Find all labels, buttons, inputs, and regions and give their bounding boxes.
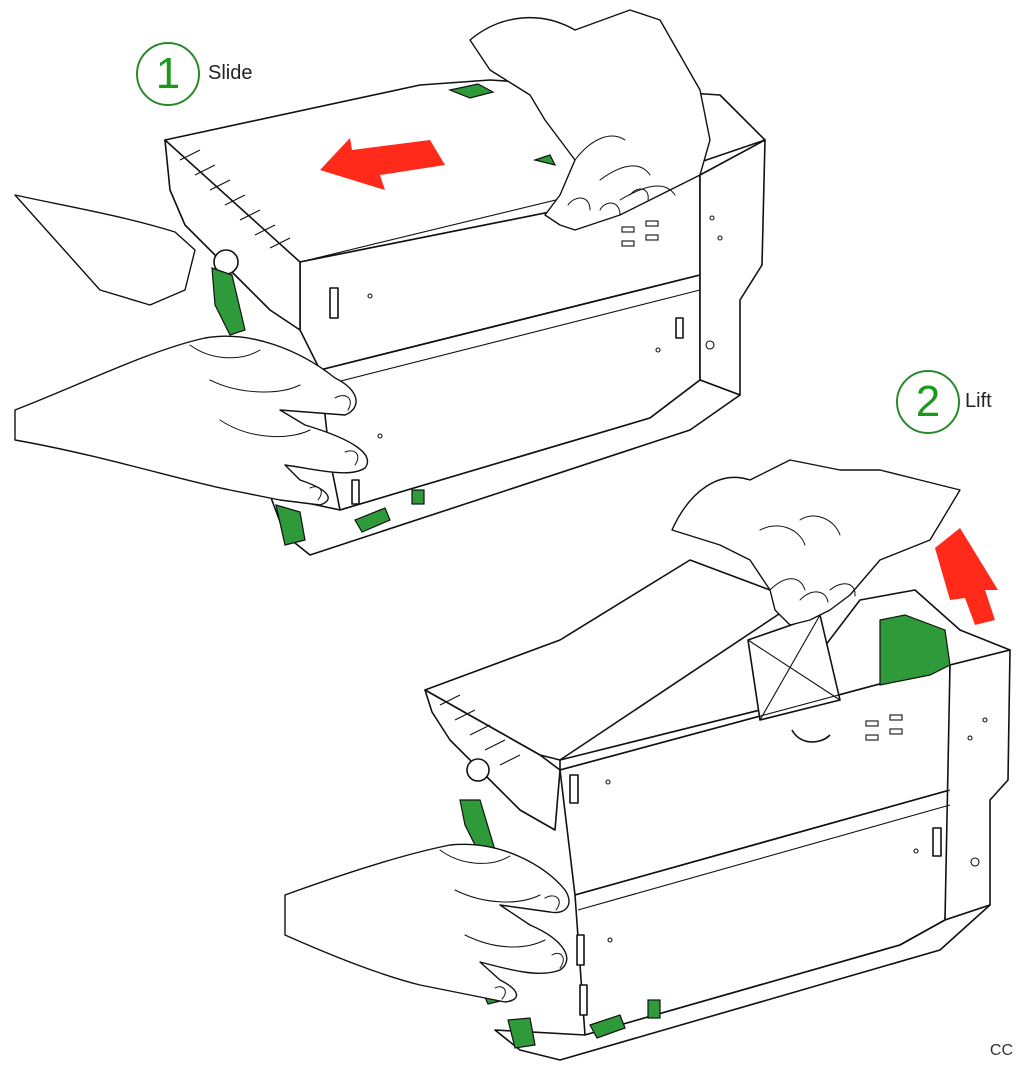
latch-green bbox=[447, 83, 495, 99]
latch-green bbox=[211, 267, 246, 336]
latch-green bbox=[647, 999, 661, 1019]
unit1-left-ribs bbox=[164, 139, 301, 331]
step-1-label: Slide bbox=[208, 62, 253, 84]
latch-green bbox=[532, 154, 557, 166]
unit2-hands bbox=[284, 459, 961, 1003]
step-2-badge: 2 bbox=[896, 370, 960, 434]
unit1-side-face bbox=[699, 139, 766, 396]
latch-green bbox=[589, 1014, 626, 1039]
unit-lift bbox=[424, 528, 1011, 1061]
unit2-left-ribs bbox=[424, 689, 561, 831]
step-1-badge: 1 bbox=[136, 42, 200, 106]
unit2-base bbox=[494, 904, 991, 1061]
latch-green bbox=[507, 1017, 536, 1049]
latch-green bbox=[411, 489, 425, 505]
latch-green bbox=[879, 614, 951, 686]
unit1-hands bbox=[14, 9, 711, 506]
slide-arrow bbox=[320, 138, 445, 190]
latch-green bbox=[354, 507, 391, 533]
latch-green bbox=[275, 504, 306, 546]
lift-arrow bbox=[935, 528, 998, 625]
figure-code: CC bbox=[989, 1042, 1013, 1059]
unit2-side-face bbox=[944, 649, 1011, 921]
step-2-label: Lift bbox=[965, 390, 992, 412]
